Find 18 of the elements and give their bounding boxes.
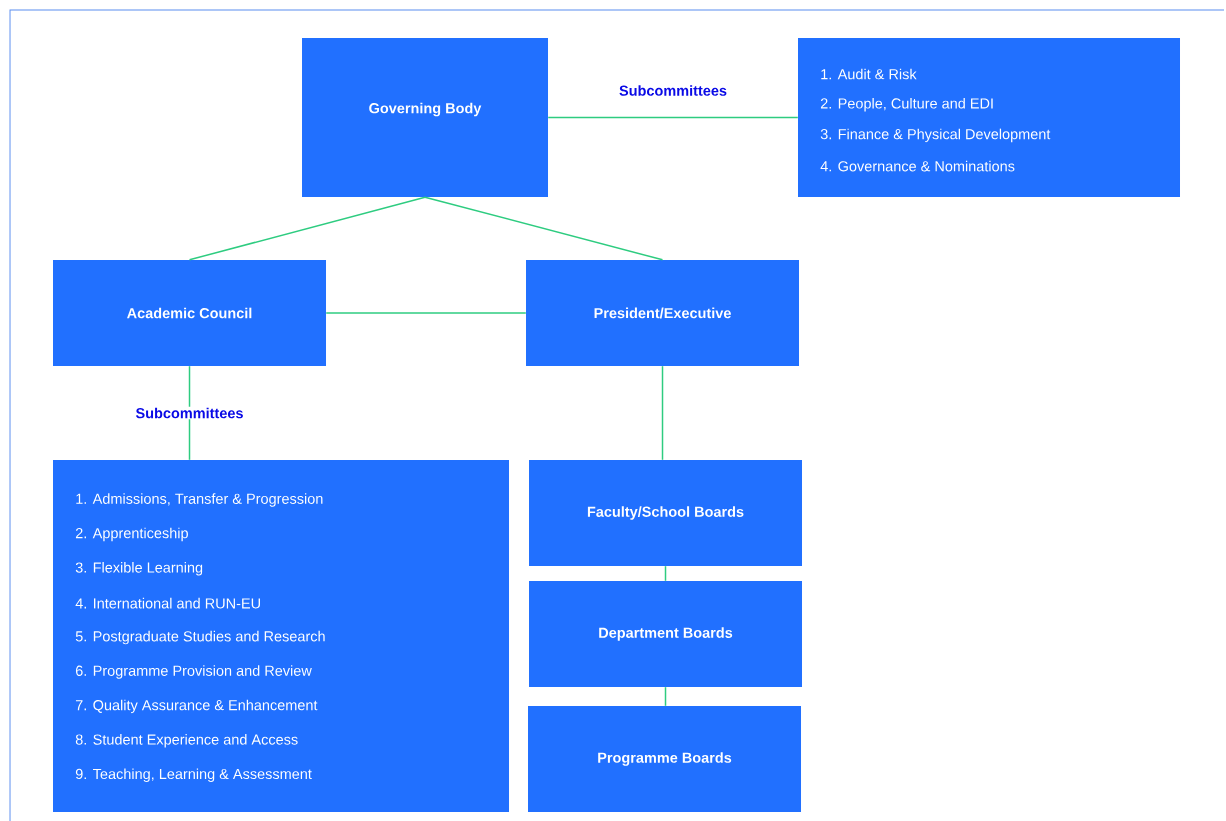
connector-line — [188, 365, 191, 461]
committee-box: Department Boards — [529, 581, 802, 687]
edge-label: Subcommittees — [134, 406, 245, 420]
subcommittee-list-box: 1. Audit & Risk 2. People, Culture and EDI 3. Finance & Physical Development 4. Governance & Nominations — [798, 38, 1180, 197]
committee-box: Academic Council — [53, 260, 326, 366]
connector-line — [664, 686, 667, 707]
connector-line — [424, 196, 664, 261]
committee-box: Programme Boards — [528, 706, 801, 812]
committee-box: President/Executive — [526, 260, 799, 366]
connector-line — [188, 196, 426, 261]
committee-box: Faculty/School Boards — [529, 460, 802, 566]
connector-line — [664, 565, 667, 582]
connector-line — [661, 365, 664, 461]
connector-line — [325, 312, 527, 314]
edge-label: Subcommittees — [618, 84, 728, 97]
subcommittee-list-box: 1. Admissions, Transfer & Progression 2. Apprenticeship 3. Flexible Learning 4. International and RUN-EU 5. Postgraduate Studies and Research 6. Programme Provision and Review 7. Quality Assurance & Enhancement 8. Student Experience and Access 9. Teaching, Learning & Assessment — [53, 460, 509, 812]
connector-line — [547, 116, 799, 119]
committee-box: Governing Body — [302, 38, 548, 197]
